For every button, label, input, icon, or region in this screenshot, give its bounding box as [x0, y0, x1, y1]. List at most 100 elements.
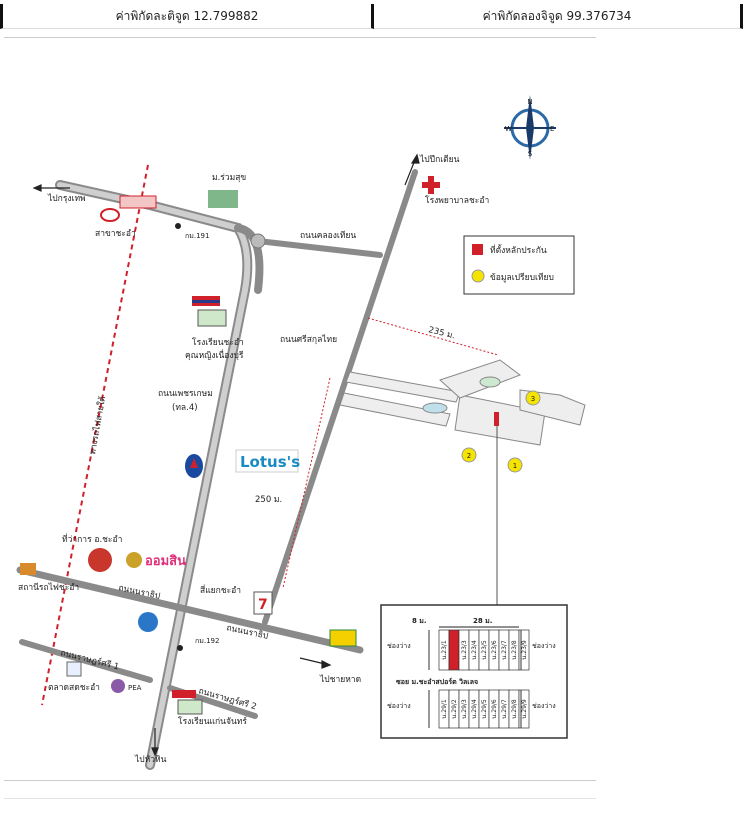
svg-text:โรงเรียนแก่นจันทร์: โรงเรียนแก่นจันทร์ [178, 716, 247, 727]
ratsri1-road [19, 639, 153, 683]
svg-text:ไปหัวหิน: ไปหัวหิน [134, 754, 167, 765]
pea-label: PEA [128, 684, 142, 692]
plot-unit [448, 629, 460, 671]
plot-unit [518, 689, 530, 729]
svg-text:โรงเรียนชะอำ: โรงเรียนชะอำ [192, 337, 244, 348]
svg-text:8 ม.: 8 ม. [412, 617, 427, 625]
market-icon [66, 661, 82, 677]
bridge-icon [119, 195, 157, 209]
svg-text:กม.191: กม.191 [185, 232, 209, 240]
hospital-cross-icon [422, 176, 440, 194]
narathip-road [16, 566, 364, 654]
sri-sakun-thai-road [262, 169, 418, 625]
svg-text:(ทล.4): (ทล.4) [172, 403, 198, 413]
svg-text:N: N [527, 98, 532, 106]
plot-unit-label: น.29/9 [521, 699, 528, 719]
longitude-cell: ค่าพิกัดลองจิจูด 99.376734 [374, 4, 743, 29]
km191-dot [175, 223, 181, 229]
svg-text:W: W [505, 125, 512, 133]
svg-text:ช่องว่าง: ช่องว่าง [532, 642, 556, 650]
svg-text:S: S [528, 150, 533, 158]
svg-text:2: 2 [467, 452, 471, 460]
svg-text:ไปปึกเตียน: ไปปึกเตียน [419, 154, 460, 165]
railway-line [41, 164, 149, 706]
collateral-marker [494, 412, 499, 426]
divider-top [4, 37, 596, 38]
svg-text:คุณหญิงเนื่องบุรี: คุณหญิงเนื่องบุรี [185, 349, 244, 361]
plot-unit-label: น.29/4 [471, 699, 478, 719]
svg-text:ช่องว่าง: ช่องว่าง [387, 642, 411, 650]
plot-unit-label: น.29/2 [451, 699, 458, 719]
svg-text:สี่แยกชะอำ: สี่แยกชะอำ [200, 584, 241, 596]
plot-unit-label: น.23/1 [441, 640, 448, 660]
pea-logo-icon [111, 679, 125, 693]
plot-unit-label: น.23/3 [461, 640, 468, 660]
svg-text:3: 3 [531, 395, 535, 403]
direction-arrows [32, 153, 420, 757]
train-icon [20, 563, 36, 575]
svg-text:ไปกรุงเทพ: ไปกรุงเทพ [47, 193, 86, 204]
km192-dot [177, 645, 183, 651]
svg-text:ไปชายหาด: ไปชายหาด [319, 674, 361, 685]
plot-unit-label: น.23/7 [501, 640, 508, 660]
plot-unit [518, 629, 530, 671]
svg-text:ถนนศรีสกุลไทย: ถนนศรีสกุลไทย [280, 334, 337, 345]
plot-unit-label: น.29/5 [481, 699, 488, 719]
svg-text:ทางรถไฟสายใต้: ทางรถไฟสายใต้ [87, 395, 108, 455]
distance-235-line [367, 317, 499, 356]
svg-text:E: E [550, 125, 554, 133]
divider-bottom [4, 780, 596, 781]
toyota-logo-icon [100, 208, 120, 222]
ptt-station-icon [185, 454, 203, 478]
plot-unit-label: น.23/6 [491, 640, 498, 660]
svg-text:ม.ร่วมสุข: ม.ร่วมสุข [212, 173, 246, 183]
seven-eleven-icon: 7 [253, 591, 273, 615]
svg-text:สถานีรถไฟชะอำ: สถานีรถไฟชะอำ [18, 582, 79, 593]
plot-unit-label: น.23/5 [481, 640, 488, 660]
kaen-chan-school-icon [172, 690, 203, 715]
svg-text:ช่องว่าง: ช่องว่าง [387, 702, 411, 710]
distance-250-line [282, 377, 331, 589]
bank-logo-icon [138, 612, 158, 632]
svg-text:Lotus's: Lotus's [240, 453, 300, 471]
khlong-thian-road [255, 238, 383, 258]
svg-text:ข้อมูลเปรียบเทียบ: ข้อมูลเปรียบเทียบ [490, 272, 554, 283]
plot-unit-label: น.23/9 [521, 640, 528, 660]
gsb-logo-text: ออมสิน [145, 554, 186, 569]
svg-text:ถนนคลองเทียน: ถนนคลองเทียน [300, 230, 356, 241]
plot-unit-label: น.29/3 [461, 699, 468, 719]
shop-logo-icon [329, 629, 357, 647]
svg-text:ถนนเพชรเกษม: ถนนเพชรเกษม [158, 389, 213, 399]
village-icon [208, 190, 238, 208]
svg-text:ที่ตั้งหลักประกัน: ที่ตั้งหลักประกัน [490, 244, 547, 256]
roundabout [250, 233, 266, 249]
plot-unit-label: น.29/6 [491, 699, 498, 719]
plot-unit-label: น.29/7 [501, 699, 508, 719]
svg-text:กม.192: กม.192 [195, 637, 219, 645]
svg-text:1: 1 [513, 462, 517, 470]
comparison-markers: 1 2 3 [461, 390, 541, 473]
svg-text:28 ม.: 28 ม. [473, 617, 492, 625]
svg-text:ที่ว่าการ อ.ชะอำ: ที่ว่าการ อ.ชะอำ [62, 533, 122, 545]
district-office-emblem-icon [88, 548, 112, 572]
school-icon [192, 296, 227, 327]
latitude-cell: ค่าพิกัดละติจูด 12.799882 [0, 4, 374, 29]
village-layout [339, 359, 586, 446]
coordinates-table: ค่าพิกัดละติจูด 12.799882 ค่าพิกัดลองจิจ… [0, 4, 743, 30]
svg-text:สาขาชะอำ: สาขาชะอำ [95, 229, 136, 239]
plot-unit-label: น.23/4 [471, 640, 478, 660]
svg-text:ซอย ม.ชะอำสปอร์ต วิลเลจ: ซอย ม.ชะอำสปอร์ต วิลเลจ [396, 677, 478, 686]
compass-icon: N S E W [504, 95, 556, 160]
plot-unit-label: น.23/8 [511, 640, 518, 660]
plot-unit-label: น.29/8 [511, 699, 518, 719]
svg-text:โรงพยาบาลชะอำ: โรงพยาบาลชะอำ [425, 195, 489, 206]
plot-unit-label: น.29/1 [441, 699, 448, 719]
svg-text:ช่องว่าง: ช่องว่าง [532, 702, 556, 710]
svg-text:250 ม.: 250 ม. [255, 495, 282, 505]
svg-text:ตลาดสดชะอำ: ตลาดสดชะอำ [48, 683, 100, 693]
lotus-logo: Lotus's [235, 449, 300, 473]
divider-bottom-2 [4, 798, 596, 799]
svg-text:7: 7 [258, 597, 268, 613]
